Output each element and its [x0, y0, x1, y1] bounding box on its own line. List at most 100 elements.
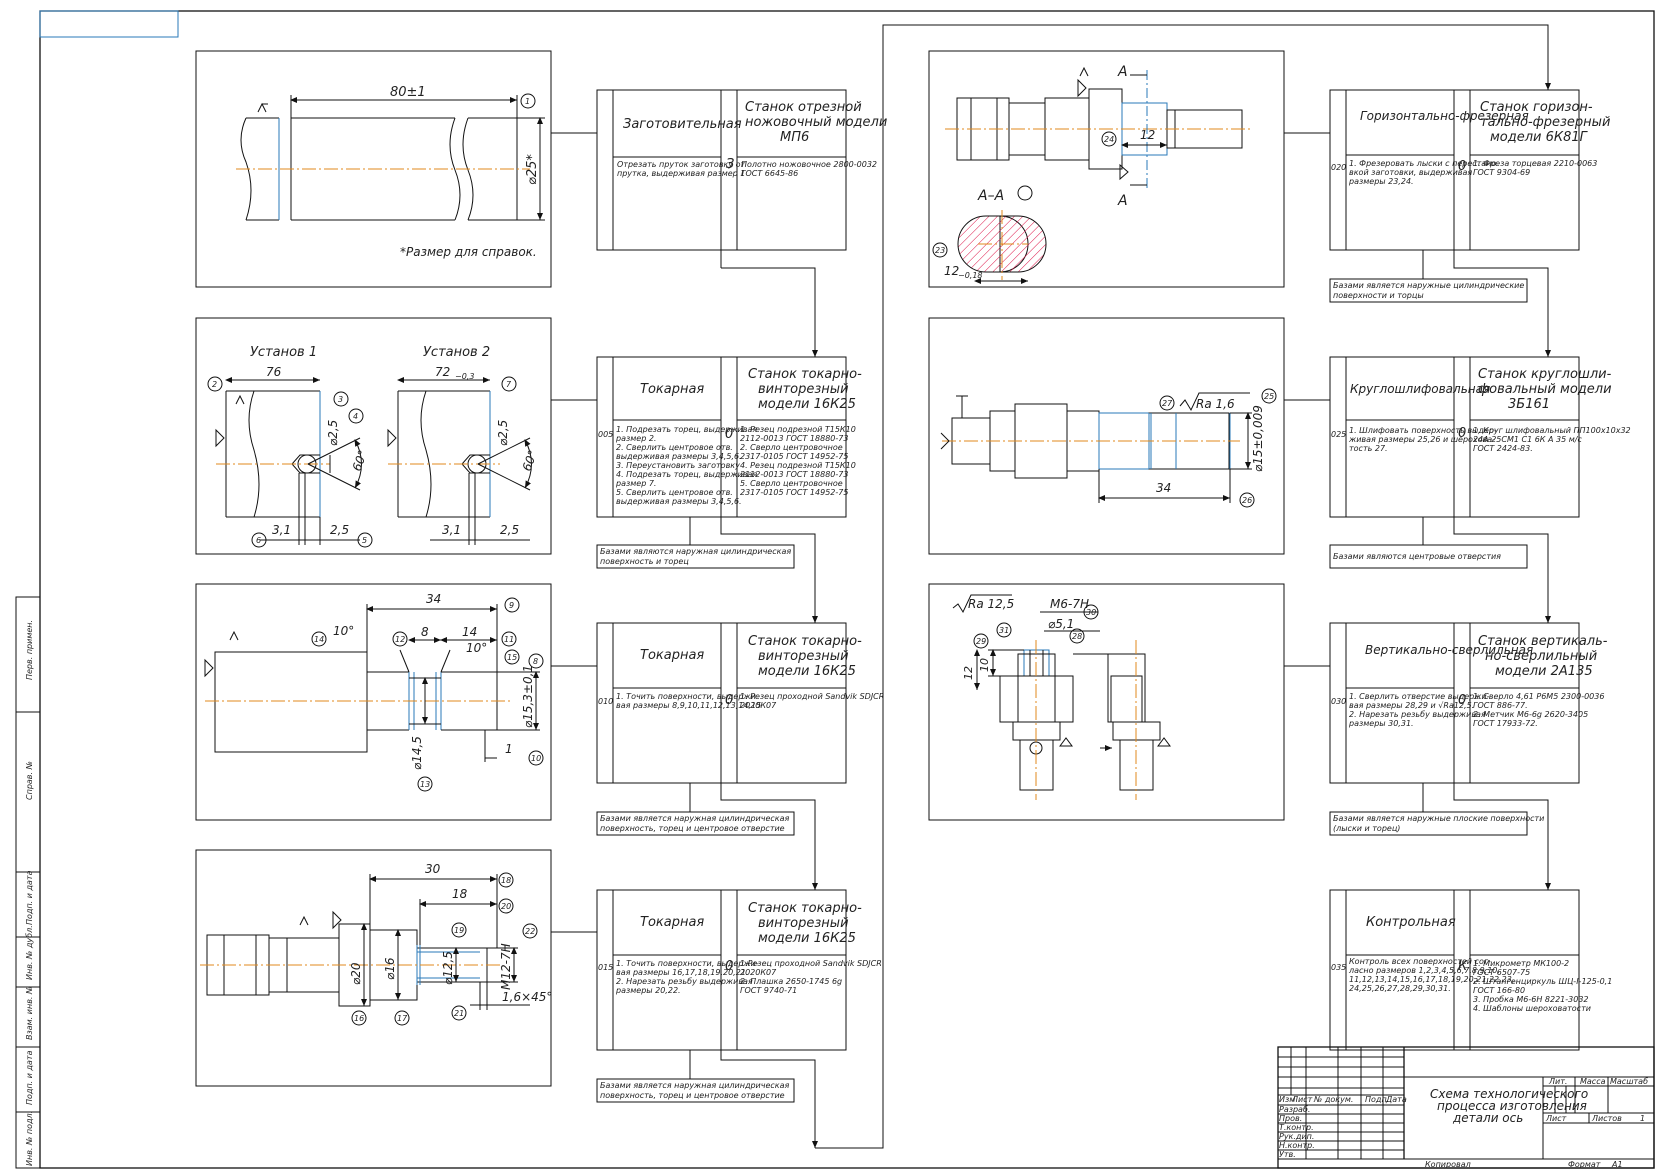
balloon: 18 — [501, 876, 511, 885]
balloon: 22 — [525, 927, 535, 936]
op-tool-line: 2112-0013 ГОСТ 18880-73 — [740, 470, 848, 479]
op-machine-line: винторезный — [758, 649, 849, 664]
op-content-line: 24,25,26,27,28,29,30,31. — [1349, 984, 1451, 993]
op-content-line: 11,12,13,14,15,16,17,18,19,20,21,22,23, — [1349, 975, 1514, 984]
setup-1-label: Установ 1 — [250, 345, 317, 360]
dim-angle-60-b: 60° — [520, 448, 540, 473]
flow-connectors — [551, 24, 1551, 1149]
op-tool-line: ГОСТ 9740-71 — [740, 986, 797, 995]
sketch-blank: 80±1 ⌀25* 1 *Размер для справок. — [195, 50, 552, 288]
dim-angle-10a: 10° — [333, 624, 354, 638]
op-base-line: Базами является наружная цилиндрическая — [600, 1081, 790, 1090]
op-name: Круглошлифовальная — [1350, 382, 1490, 396]
dim-dia-14-5: ⌀14,5 — [410, 736, 424, 770]
sketch-drilling: Ra 12,5 M6-7H 10 12 ⌀5,1 30 28 31 29 — [928, 583, 1285, 821]
sketch-facing: Установ 1 Установ 2 76 60° ⌀2,5 3,1 2,5 — [195, 317, 552, 555]
op-tool-line: 1. Фреза торцевая 2210-0063 — [1473, 159, 1597, 168]
balloon: 21 — [454, 1009, 464, 1018]
op-machine-line: ножовочный модели — [745, 115, 887, 130]
dim-length: 80±1 — [390, 85, 426, 100]
op-tool-line: 2. Сверло центровочное — [740, 443, 843, 452]
op-base-line: Базами является наружные плоские поверхн… — [1333, 814, 1544, 823]
dim-3-1: 3,1 — [272, 523, 291, 537]
dim-8: 8 — [421, 625, 429, 639]
op-content-line: 1. Шлифовать поверхность выдер- — [1349, 426, 1497, 435]
head-cell: Лист — [1291, 1095, 1313, 1104]
side-stamp-cell: Инв. № подл. — [25, 1111, 34, 1166]
setup-2-label: Установ 2 — [423, 345, 490, 360]
op-tool-line: Полотно ножовочное 2800-0032 — [741, 160, 877, 169]
balloon: 27 — [1162, 399, 1173, 408]
drawing-frame — [39, 10, 1655, 1169]
sketch-milling: А А 12 А–А 12 −0,18 23 24 — [928, 50, 1285, 288]
balloon: 25 — [1264, 392, 1274, 401]
op-content-line: ласно размеров 1,2,3,4,5,6,7,8,9,10, — [1348, 966, 1500, 975]
op-index: 0 — [725, 959, 733, 974]
dim-3-1-b: 3,1 — [442, 523, 461, 537]
balloon: 4 — [353, 412, 358, 421]
balloon: 28 — [1072, 632, 1082, 641]
op-machine-line: модели 2А135 — [1495, 664, 1593, 679]
op-content-line: 1. Подрезать торец, выдерживая — [616, 425, 757, 434]
side-stamp-cell: Подп. и дата — [25, 1050, 34, 1105]
op-tool-line: 1.Резец проходной Sandvik SDJCR — [740, 959, 882, 968]
side-stamp-cell: Инв. № дубл. — [25, 925, 34, 980]
op-machine-line: тально-фрезерный — [1480, 115, 1610, 130]
balloon: 11 — [504, 635, 514, 644]
op-card-tokarnaya-010: Токарная 010 0 Станок токарно- винторезн… — [596, 622, 884, 836]
op-base-line: Базами является наружные цилиндрические — [1333, 281, 1524, 290]
op-number: 015 — [598, 963, 613, 972]
sheet-label: Лист — [1545, 1114, 1567, 1123]
dim-thread-m6: M6-7H — [1050, 597, 1089, 611]
dim-dia-16: ⌀16 — [383, 957, 397, 980]
op-card-shlifovalnaya: Круглошлифовальная 025 0 Станок круглошл… — [1329, 356, 1631, 569]
op-tool-line: ГОСТ 166-80 — [1473, 986, 1525, 995]
dim-34: 34 — [426, 592, 441, 606]
op-name: Контрольная — [1366, 915, 1456, 930]
balloon: 20 — [501, 902, 511, 911]
op-machine-line: Станок круглошли- — [1478, 367, 1612, 382]
dim-76: 76 — [266, 365, 282, 379]
role-cell: Т.контр. — [1279, 1123, 1314, 1132]
balloon: 5 — [362, 536, 367, 545]
op-index: 0 — [725, 427, 733, 442]
section-letter-bottom: А — [1117, 193, 1128, 209]
dim-2-5: 2,5 — [330, 523, 349, 537]
op-tool-line: 3. Пробка М6-6Н 8221-3032 — [1473, 995, 1589, 1004]
op-content-line: размер 7. — [615, 479, 656, 488]
balloon: 16 — [354, 1014, 364, 1023]
op-tool-line: 5. Сверло центровочное — [740, 479, 843, 488]
balloon: 12 — [395, 635, 405, 644]
sheets-count: 1 — [1640, 1114, 1645, 1123]
op-index: З — [726, 157, 734, 172]
op-machine-line: 3Б161 — [1508, 397, 1550, 412]
op-tool-line: 2020К07 — [740, 968, 777, 977]
op-machine-line: Станок токарно- — [748, 634, 862, 649]
balloon: 2 — [212, 380, 217, 389]
copied-label: Копировал — [1425, 1160, 1471, 1169]
op-tool-line: 2317-0105 ГОСТ 14952-75 — [740, 488, 848, 497]
op-content-line: вая размеры 16,17,18,19,20,21. — [616, 968, 748, 977]
format-label: Формат — [1568, 1160, 1601, 1169]
op-tool-line: ГОСТ 6507-75 — [1473, 968, 1530, 977]
dim-1: 1 — [505, 742, 513, 756]
op-number: 025 — [1331, 430, 1346, 439]
title-line: Схема технологического — [1430, 1087, 1588, 1101]
op-content-line: 1. Сверлить отверстие выдержи- — [1349, 692, 1490, 701]
mass-label: Масса — [1580, 1077, 1606, 1086]
op-tool-line: 2. Штангенциркуль ШЦ-I-125-0,1 — [1473, 977, 1612, 986]
op-content-line: 1. Точить поверхности, выдержи- — [616, 959, 759, 968]
op-machine-line: модели 16К25 — [758, 931, 856, 946]
op-card-kontrolnaya: Контрольная 035 К Контроль всех поверхно… — [1329, 889, 1612, 1051]
op-tool-line: ГОСТ 2424-83. — [1473, 444, 1533, 453]
op-name: Заготовительная — [623, 117, 742, 132]
op-tool-line: 2317-0105 ГОСТ 14952-75 — [740, 452, 848, 461]
op-content-line: 1. Точить поверхности, выдержи- — [616, 692, 759, 701]
op-card-tokarnaya-015: Токарная 015 0 Станок токарно- винторезн… — [596, 889, 882, 1103]
op-machine-line: Станок токарно- — [748, 367, 862, 382]
op-base-line: Базами являются наружная цилиндрическая — [600, 547, 791, 556]
balloon: 8 — [533, 657, 538, 666]
op-tool-line: ГОСТ 6645-86 — [741, 169, 798, 178]
dim-14: 14 — [462, 625, 477, 639]
op-card-sverlilnaya: Вертикально-сверлильная 030 0 Станок вер… — [1329, 622, 1608, 836]
